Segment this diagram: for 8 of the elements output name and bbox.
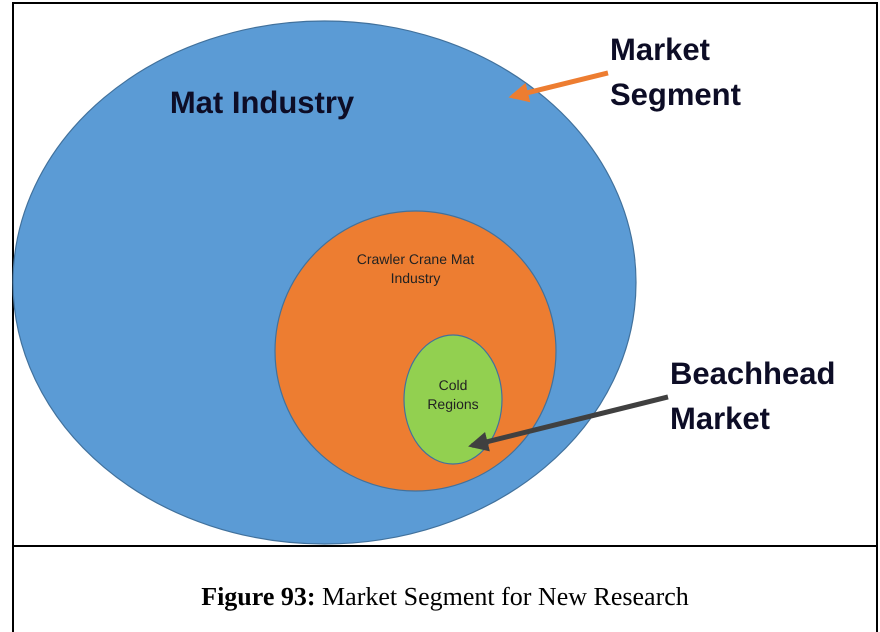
figure-caption: Figure 93: Market Segment for New Research (200, 582, 690, 612)
arrow (468, 394, 669, 452)
ellipse-label: Cold Regions (426, 376, 480, 414)
callout-text: Beachhead Market (670, 352, 846, 442)
ellipse-label: Mat Industry (168, 84, 356, 122)
callout-text: Market Segment (610, 28, 760, 118)
arrow (508, 70, 609, 102)
ellipse-label: Crawler Crane Mat Industry (356, 250, 476, 288)
